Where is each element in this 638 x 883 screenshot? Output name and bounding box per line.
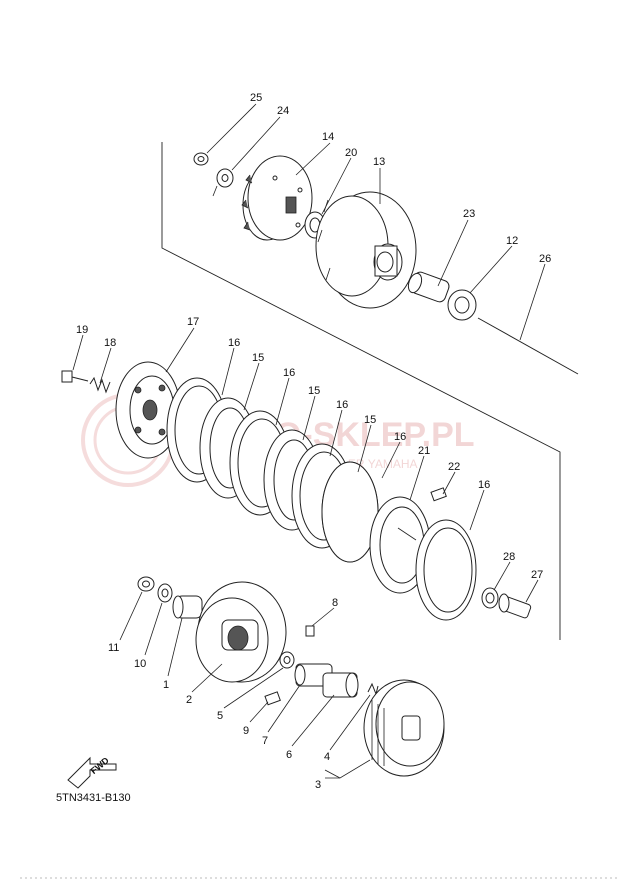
callout-16b: 16	[283, 367, 295, 379]
callout-14: 14	[322, 131, 334, 143]
callout-5: 5	[217, 710, 223, 722]
part-26-push-rod	[477, 317, 579, 375]
part-3-primary-drive-gear	[363, 679, 445, 777]
callout-27: 27	[531, 569, 543, 581]
callout-20: 20	[345, 147, 357, 159]
part-19-bolt	[61, 370, 89, 383]
callout-26: 26	[539, 253, 551, 265]
callout-25: 25	[250, 92, 262, 104]
callout-13: 13	[373, 156, 385, 168]
callout-6: 6	[286, 749, 292, 761]
callout-2: 2	[186, 694, 192, 706]
callout-22: 22	[448, 461, 460, 473]
callout-15c: 15	[364, 414, 376, 426]
part-25-nut	[193, 152, 209, 166]
callout-4: 4	[324, 751, 330, 763]
callout-12: 12	[506, 235, 518, 247]
part-24-lock-washer	[212, 168, 234, 197]
diagram-code: 5TN3431-B130	[56, 792, 131, 804]
part-18-spring	[89, 376, 111, 394]
part-27-push-rod-end	[498, 593, 532, 619]
callout-16c: 16	[336, 399, 348, 411]
part-17-pressure-plate	[115, 361, 181, 459]
callout-1: 1	[163, 679, 169, 691]
part-14-clutch-boss	[241, 155, 313, 241]
callout-15a: 15	[252, 352, 264, 364]
part-5-washer	[279, 651, 295, 669]
part-1-collar	[172, 595, 203, 619]
callout-21: 21	[418, 445, 430, 457]
part-16-friction-plate-e	[415, 519, 477, 621]
part-11-nut	[137, 576, 155, 592]
callout-3: 3	[315, 779, 321, 791]
callout-7: 7	[262, 735, 268, 747]
callout-17: 17	[187, 316, 199, 328]
callout-8: 8	[332, 597, 338, 609]
callout-15b: 15	[308, 385, 320, 397]
part-22-spring	[430, 487, 447, 502]
callout-10: 10	[134, 658, 146, 670]
part-4-spring	[367, 682, 379, 696]
callout-24: 24	[277, 105, 289, 117]
callout-16d: 16	[394, 431, 406, 443]
callout-9: 9	[243, 725, 249, 737]
part-6-one-way-clutch	[322, 672, 359, 698]
callout-16e: 16	[478, 479, 490, 491]
fwd-arrow-icon: FWD	[67, 755, 117, 789]
callout-18: 18	[104, 337, 116, 349]
callout-28: 28	[503, 551, 515, 563]
leader-lines	[72, 103, 546, 779]
callout-11: 11	[108, 642, 119, 654]
callout-19: 19	[76, 324, 88, 336]
part-2-clutch-housing	[195, 581, 287, 683]
callout-16a: 16	[228, 337, 240, 349]
part-8-pin	[305, 625, 315, 637]
callout-labels: 25 24 14 20 13 23 12 26 17 19 18 16 15 1…	[76, 92, 551, 791]
assembly-frame	[161, 142, 561, 640]
part-12-spacer	[447, 289, 477, 321]
part-9-spring	[264, 691, 281, 706]
part-23-bush	[407, 271, 450, 303]
part-10-washer	[157, 583, 173, 603]
part-13-primary-driven-gear	[315, 191, 417, 309]
callout-23: 23	[463, 208, 475, 220]
part-28-bearing	[481, 587, 499, 609]
